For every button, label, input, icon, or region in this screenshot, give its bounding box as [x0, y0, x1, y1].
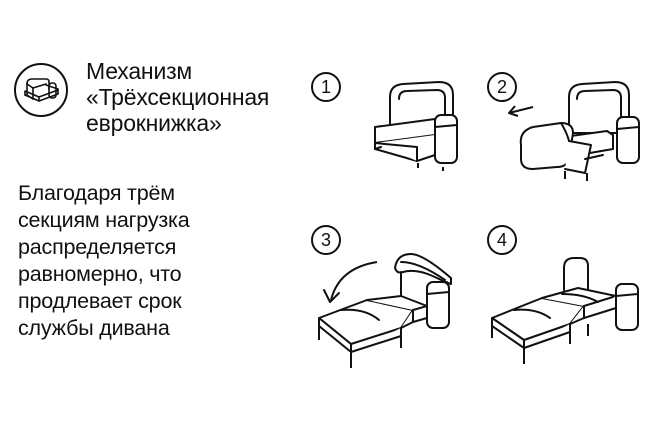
sofa-unfolding-illustration	[305, 248, 475, 368]
sofa-folded-illustration	[355, 75, 475, 171]
page-title: Механизм «Трёхсекционная еврокнижка»	[86, 58, 316, 136]
description-line: службы дивана	[18, 316, 170, 340]
description-line: Благодаря трём	[18, 181, 175, 205]
step-number-4: 4	[487, 225, 517, 255]
title-line-1: Механизм	[86, 58, 193, 84]
description-line: равномерно, что	[18, 262, 182, 286]
description: Благодаря трём секциям нагрузка распреде…	[18, 180, 303, 342]
step-number-1: 1	[311, 72, 341, 102]
description-line: продлевает срок	[18, 289, 182, 313]
step-number-2: 2	[487, 72, 517, 102]
step-number-3: 3	[311, 225, 341, 255]
description-line: секциям нагрузка	[18, 208, 190, 232]
curved-arrow-icon	[331, 262, 377, 300]
sofa-pull-out-illustration	[507, 75, 652, 181]
title-line-3: еврокнижка»	[86, 110, 222, 136]
description-line: распределяется	[18, 235, 177, 259]
sofa-bed-unfolded-illustration	[480, 252, 650, 364]
arrow-left-icon	[509, 107, 533, 113]
sofa-bed-icon	[13, 62, 69, 118]
title-line-2: «Трёхсекционная	[86, 84, 270, 110]
